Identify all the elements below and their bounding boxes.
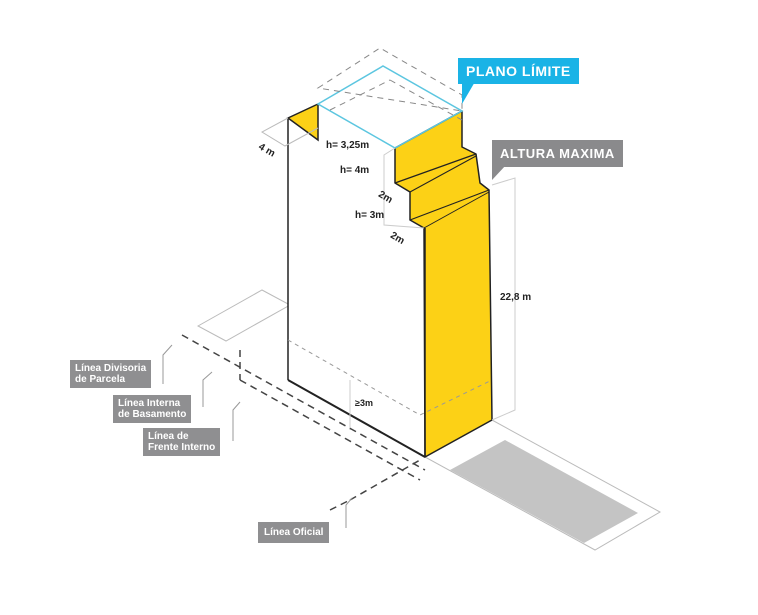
label-line: Línea Divisoria [75, 363, 147, 374]
label-line: Frente Interno [148, 442, 216, 453]
ground-plane-left [196, 289, 292, 342]
label-line: de Parcela [75, 374, 126, 385]
dashed-envelope [316, 47, 463, 112]
dim-total-height: 22,8 m [500, 292, 532, 303]
label-line: Línea de [148, 431, 189, 442]
dim-min-height: ≥3m [355, 398, 373, 408]
dim-h2: h= 4m [340, 165, 370, 176]
plano-limite-outline [316, 65, 464, 149]
linea-frente-tag: Línea de Frente Interno [143, 428, 221, 456]
setback-triangle [286, 102, 319, 142]
plano-limite-tag: PLANO LÍMITE [458, 58, 579, 84]
sidewalk [450, 440, 638, 543]
linea-divisoria-tag: Línea Divisoria de Parcela [70, 360, 152, 388]
dim-h3: h= 3m [355, 210, 385, 221]
building-front-face [288, 104, 425, 457]
linea-oficial-tag: Línea Oficial [258, 522, 330, 543]
altura-maxima-tag: ALTURA MAXIMA [492, 140, 623, 167]
label-line: de Basamento [118, 409, 187, 420]
linea-interna-tag: Línea Interna de Basamento [113, 395, 192, 423]
dim-h1: h= 3,25m [326, 140, 370, 151]
label-line: Línea Interna [118, 398, 181, 409]
